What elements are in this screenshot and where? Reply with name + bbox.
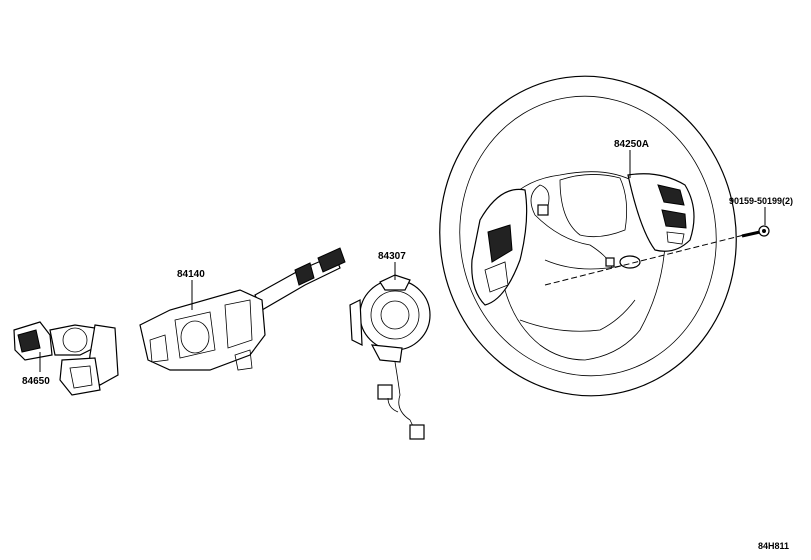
- steering-wheel-assembly[interactable]: [419, 57, 757, 415]
- leader-lines: [39, 150, 766, 372]
- spiral-cable-part[interactable]: [349, 274, 431, 440]
- combination-switch-part[interactable]: [139, 247, 346, 371]
- bolt-part[interactable]: [741, 225, 770, 238]
- diagram-code: 84H811: [758, 541, 789, 551]
- label-steering-wheel[interactable]: 84250A: [614, 139, 649, 150]
- label-bolt[interactable]: 90159-50199(2): [729, 196, 793, 206]
- label-wiper-switch[interactable]: 84650: [22, 376, 50, 387]
- label-combination-switch[interactable]: 84140: [177, 269, 205, 280]
- wiper-switch-part[interactable]: [13, 321, 119, 396]
- label-spiral-cable[interactable]: 84307: [378, 251, 406, 262]
